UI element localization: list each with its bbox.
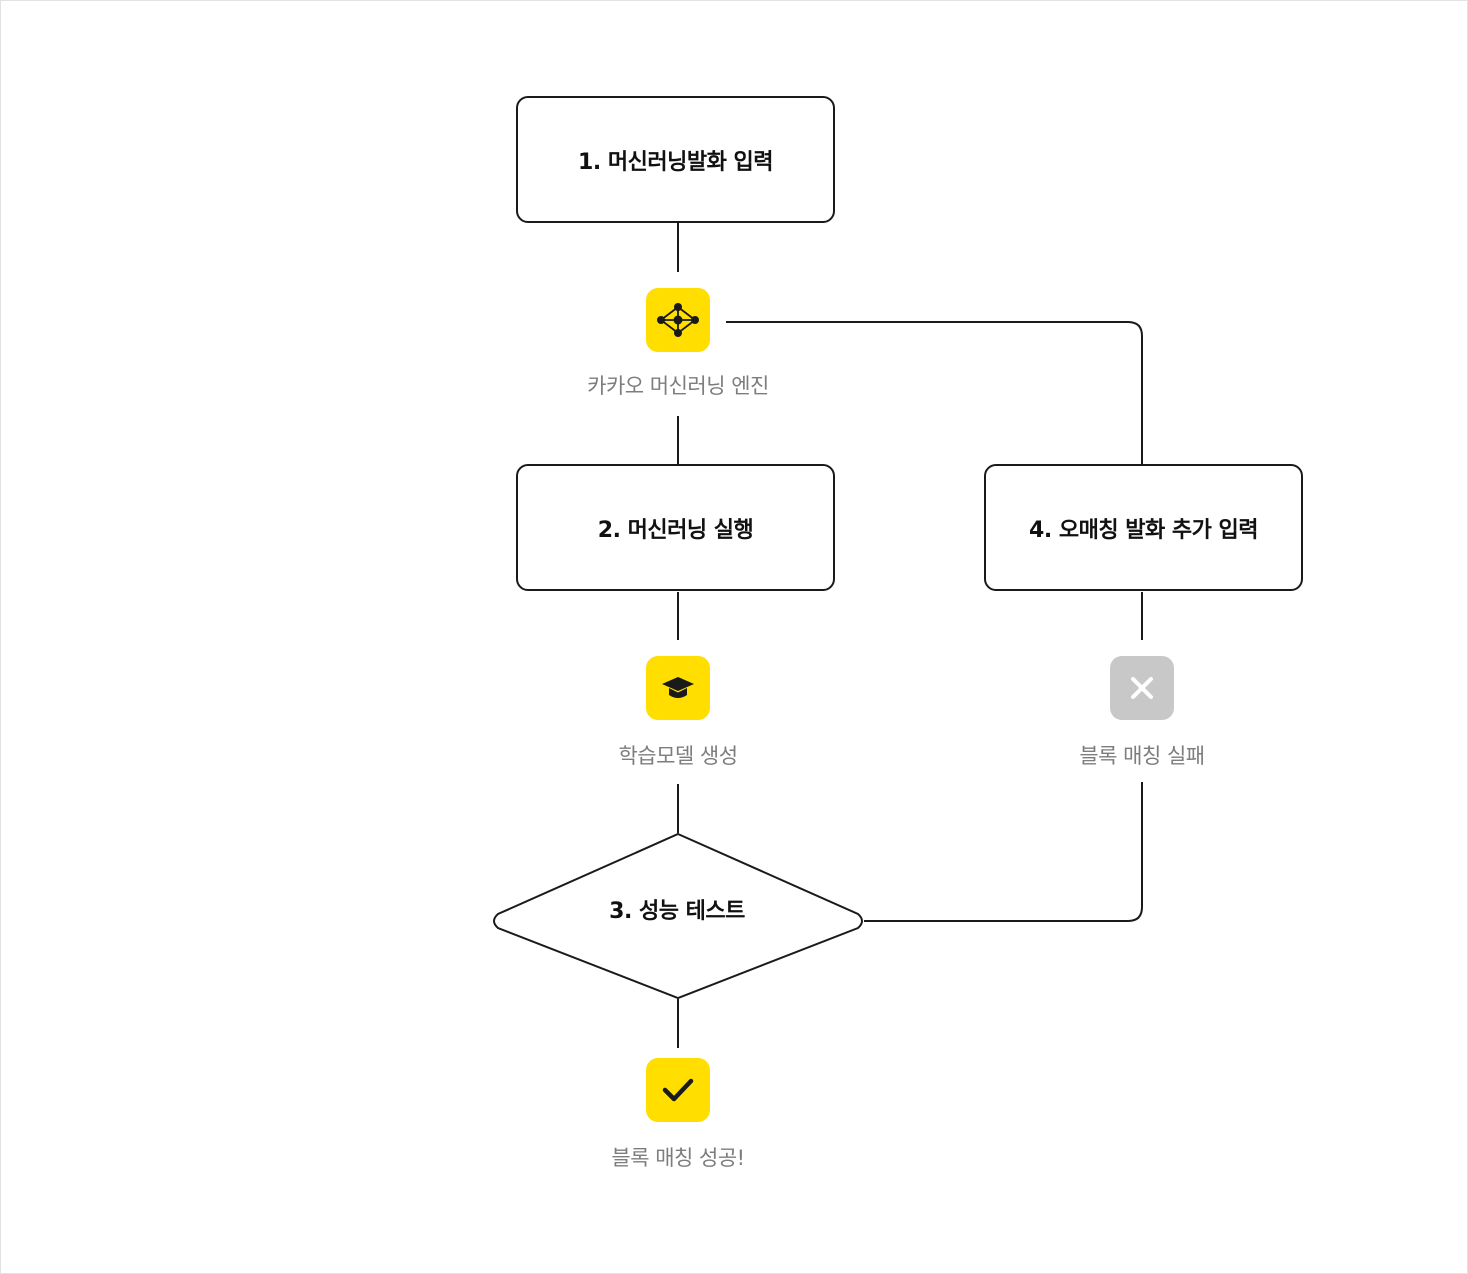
step2-box: 2. 머신러닝 실행 [516, 464, 835, 591]
checkmark-icon [646, 1058, 710, 1122]
graduation-cap-icon [646, 656, 710, 720]
close-icon [1110, 656, 1174, 720]
connector-fail-step3 [864, 782, 1143, 922]
fail-caption: 블록 매칭 실패 [1079, 744, 1205, 768]
connector-engine-step4 [726, 321, 1143, 464]
decision-diamond [493, 832, 863, 1000]
step2-label: 2. 머신러닝 실행 [597, 517, 754, 543]
engine-caption: 카카오 머신러닝 엔진 [587, 374, 769, 398]
neural-network-icon [646, 288, 710, 352]
step1-label: 1. 머신러닝발화 입력 [578, 149, 773, 175]
step1-box: 1. 머신러닝발화 입력 [516, 96, 835, 223]
step4-box: 4. 오매칭 발화 추가 입력 [984, 464, 1303, 591]
step4-label: 4. 오매칭 발화 추가 입력 [1029, 517, 1258, 543]
success-caption: 블록 매칭 성공! [611, 1146, 745, 1170]
step3-label: 3. 성능 테스트 [609, 899, 745, 924]
model-caption: 학습모델 생성 [618, 744, 738, 768]
